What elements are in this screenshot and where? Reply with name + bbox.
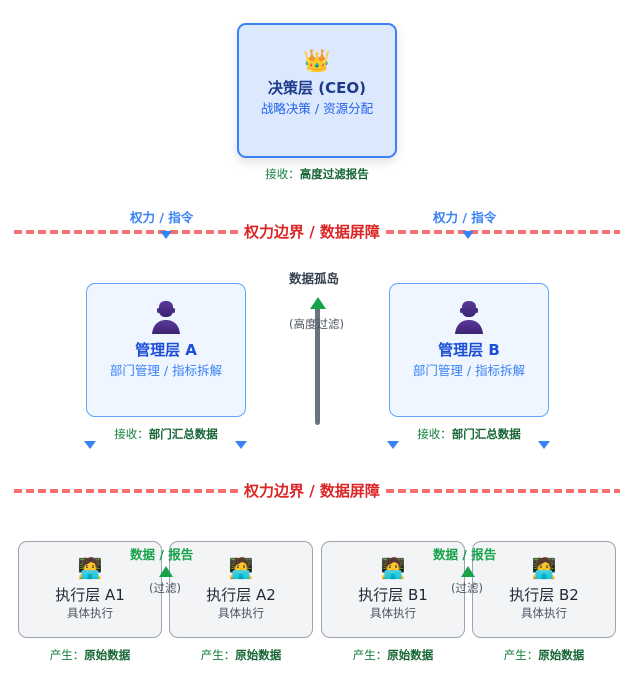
executor-subtitle: 具体执行 [67, 606, 113, 620]
person-icon [152, 301, 180, 334]
arrow-up-icon [159, 566, 173, 577]
boundary-label-bottom: 权力边界 / 数据屏障 [238, 480, 386, 501]
manager-node-b: 管理层 B 部门管理 / 指标拆解 [389, 283, 549, 417]
report-label-b: 数据 / 报告 [433, 547, 497, 562]
arrow-down-icon [462, 231, 474, 239]
manager-subtitle: 部门管理 / 指标拆解 [109, 363, 223, 378]
ceo-title: 决策层 (CEO) [268, 79, 366, 97]
executor-title: 执行层 B1 [358, 586, 428, 604]
manager-subtitle: 部门管理 / 指标拆解 [412, 363, 526, 378]
executor-a2-caption: 产生：原始数据 [169, 647, 313, 663]
caption-prefix: 接收： [114, 427, 149, 441]
command-label-right: 权力 / 指令 [433, 210, 497, 225]
report-filter-note-b: (过滤) [451, 581, 483, 595]
data-island-label: 数据孤岛 [289, 271, 340, 286]
caption-value: 原始数据 [84, 648, 131, 662]
executor-node-b1: 🧑‍💻 执行层 B1 具体执行 [321, 541, 465, 638]
arrow-up-icon [310, 297, 326, 309]
manager-title: 管理层 B [438, 341, 500, 359]
arrow-down-icon [538, 441, 550, 449]
worker-laptop-icon: 🧑‍💻 [531, 556, 557, 580]
executor-subtitle: 具体执行 [370, 606, 416, 620]
arrow-down-icon [160, 231, 172, 239]
caption-prefix: 产生： [200, 648, 236, 662]
caption-value: 高度过滤报告 [299, 167, 369, 181]
executor-node-b2: 🧑‍💻 执行层 B2 具体执行 [472, 541, 616, 638]
worker-laptop-icon: 🧑‍💻 [77, 556, 103, 580]
arrow-down-icon [235, 441, 247, 449]
caption-prefix: 接收： [265, 167, 300, 181]
arrow-up-icon [461, 566, 475, 577]
ceo-caption: 接收：高度过滤报告 [237, 166, 397, 182]
manager-title: 管理层 A [135, 341, 197, 359]
executor-title: 执行层 A2 [206, 586, 276, 604]
executor-title: 执行层 A1 [55, 586, 125, 604]
crown-icon: 👑 [303, 49, 331, 74]
ceo-subtitle: 战略决策 / 资源分配 [260, 101, 374, 116]
island-arrow-shaft [315, 305, 320, 425]
caption-prefix: 产生： [352, 648, 388, 662]
manager-node-a: 管理层 A 部门管理 / 指标拆解 [86, 283, 246, 417]
arrow-down-icon [387, 441, 399, 449]
ceo-node: 👑 决策层 (CEO) 战略决策 / 资源分配 [237, 23, 397, 158]
caption-value: 原始数据 [538, 648, 585, 662]
island-filter-note: (高度过滤) [289, 317, 344, 331]
report-label-a: 数据 / 报告 [130, 547, 194, 562]
report-filter-note-a: (过滤) [149, 581, 181, 595]
manager-b-caption: 接收：部门汇总数据 [389, 426, 549, 442]
command-label-left: 权力 / 指令 [130, 210, 194, 225]
caption-prefix: 产生： [503, 648, 539, 662]
caption-value: 部门汇总数据 [451, 427, 521, 441]
caption-prefix: 接收： [417, 427, 452, 441]
worker-laptop-icon: 🧑‍💻 [380, 556, 406, 580]
executor-node-a2: 🧑‍💻 执行层 A2 具体执行 [169, 541, 313, 638]
caption-value: 原始数据 [387, 648, 434, 662]
arrow-down-icon [84, 441, 96, 449]
executor-subtitle: 具体执行 [521, 606, 567, 620]
boundary-label-top: 权力边界 / 数据屏障 [238, 221, 386, 242]
caption-prefix: 产生： [49, 648, 85, 662]
executor-b1-caption: 产生：原始数据 [321, 647, 465, 663]
executor-b2-caption: 产生：原始数据 [472, 647, 616, 663]
worker-laptop-icon: 🧑‍💻 [228, 556, 254, 580]
executor-a1-caption: 产生：原始数据 [18, 647, 162, 663]
person-icon [455, 301, 483, 334]
caption-value: 原始数据 [235, 648, 282, 662]
executor-title: 执行层 B2 [509, 586, 579, 604]
manager-a-caption: 接收：部门汇总数据 [86, 426, 246, 442]
caption-value: 部门汇总数据 [148, 427, 218, 441]
executor-node-a1: 🧑‍💻 执行层 A1 具体执行 [18, 541, 162, 638]
executor-subtitle: 具体执行 [218, 606, 264, 620]
